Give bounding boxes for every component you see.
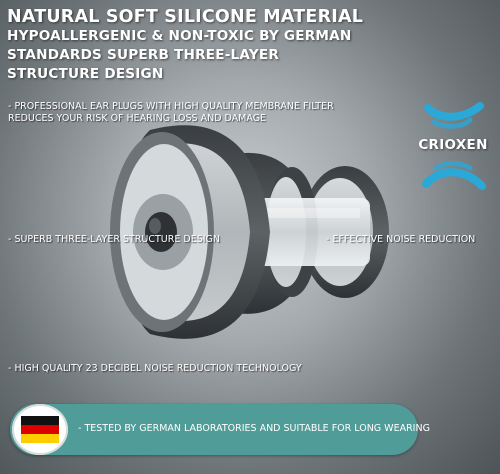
certification-text: - TESTED BY GERMAN LABORATORIES AND SUIT… bbox=[78, 423, 430, 434]
flag-stripe-red bbox=[21, 425, 59, 434]
brand-swirl-icon bbox=[422, 102, 486, 190]
headline-line-4: STRUCTURE DESIGN bbox=[7, 66, 164, 82]
headline-line-1: NATURAL SOFT SILICONE MATERIAL bbox=[7, 7, 364, 27]
structure-feature-note: - SUPERB THREE-LAYER STRUCTURE DESIGN bbox=[8, 234, 220, 245]
brand-logo: CRIOXEN bbox=[410, 98, 496, 193]
flag-stripe-gold bbox=[21, 434, 59, 443]
headline-line-2: HYPOALLERGENIC & NON-TOXIC BY GERMAN bbox=[7, 28, 352, 44]
headline-line-3: STANDARDS SUPERB THREE-LAYER bbox=[7, 47, 280, 63]
german-flag-icon bbox=[12, 404, 68, 455]
certification-badge: - TESTED BY GERMAN LABORATORIES AND SUIT… bbox=[10, 404, 430, 455]
noise-feature-note: - EFFECTIVE NOISE REDUCTION bbox=[326, 234, 476, 245]
membrane-note-line-2: REDUCES YOUR RISK OF HEARING LOSS AND DA… bbox=[8, 113, 267, 124]
headline: NATURAL SOFT SILICONE MATERIAL HYPOALLER… bbox=[7, 8, 477, 84]
decibel-feature-note: - HIGH QUALITY 23 DECIBEL NOISE REDUCTIO… bbox=[8, 363, 302, 374]
brand-name: CRIOXEN bbox=[418, 137, 488, 153]
flag-stripe-black bbox=[21, 416, 59, 425]
membrane-note-line-1: - PROFESSIONAL EAR PLUGS WITH HIGH QUALI… bbox=[8, 101, 334, 112]
membrane-feature-note: - PROFESSIONAL EAR PLUGS WITH HIGH QUALI… bbox=[8, 101, 334, 125]
earplug-front-face bbox=[110, 132, 214, 332]
